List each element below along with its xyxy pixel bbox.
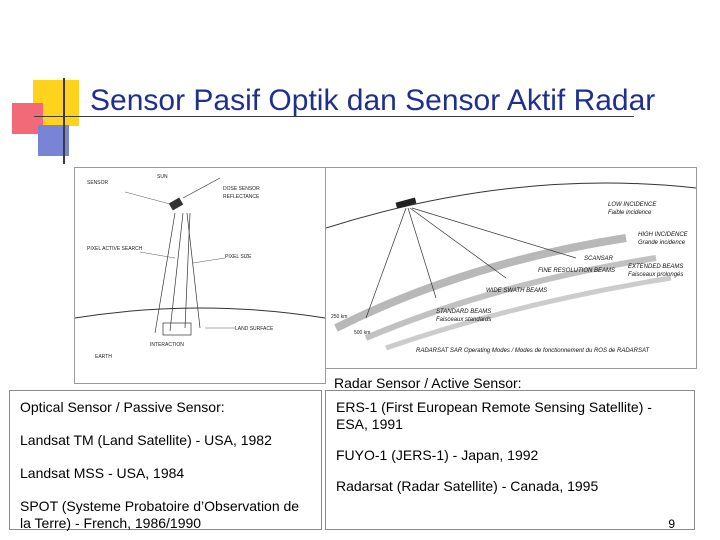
optical-item: Landsat TM (Land Satellite) - USA, 1982 bbox=[20, 432, 311, 449]
sun-ray bbox=[183, 178, 220, 198]
label-low-incidence: LOW INCIDENCE bbox=[608, 202, 657, 208]
label-scansar: SCANSAR bbox=[584, 256, 614, 262]
optical-sensor-box: Optical Sensor / Passive Sensor: Landsat… bbox=[9, 390, 322, 530]
label-fine-resolution: FINE RESOLUTION BEAMS bbox=[538, 268, 615, 274]
beam-line-4 bbox=[187, 213, 200, 328]
optical-diagram-svg: SENSOR SUN DOSE SENSOR REFLECTANCE PIXEL… bbox=[75, 168, 325, 383]
radar-item: ERS-1 (First European Remote Sensing Sat… bbox=[336, 399, 684, 433]
label-earth: EARTH bbox=[95, 354, 112, 360]
label-interaction: INTERACTION bbox=[150, 342, 184, 348]
label-500km: 500 km bbox=[354, 330, 370, 336]
label-faisceaux-standards: Faisceaux standards bbox=[436, 317, 491, 323]
label-standard-beams: STANDARD BEAMS bbox=[436, 309, 491, 315]
decor-vertical-line bbox=[63, 78, 65, 164]
label-dose-sensor: DOSE SENSOR bbox=[223, 186, 260, 192]
radar-sensor-diagram: LOW INCIDENCE Faible incidence HIGH INCI… bbox=[325, 167, 697, 369]
satellite-icon bbox=[169, 198, 183, 211]
radar-sensor-box: ERS-1 (First European Remote Sensing Sat… bbox=[325, 390, 695, 530]
label-faible: Faible incidence bbox=[608, 210, 652, 216]
optical-sensor-diagram: SENSOR SUN DOSE SENSOR REFLECTANCE PIXEL… bbox=[74, 167, 326, 384]
optical-item: Optical Sensor / Passive Sensor: bbox=[20, 399, 311, 416]
label-high-incidence: HIGH INCIDENCE bbox=[638, 232, 689, 238]
radar-item: FUYO-1 (JERS-1) - Japan, 1992 bbox=[336, 447, 684, 464]
radar-item: Radarsat (Radar Satellite) - Canada, 199… bbox=[336, 478, 684, 495]
radarsat-icon bbox=[396, 198, 417, 209]
radar-heading: Radar Sensor / Active Sensor: bbox=[334, 375, 522, 391]
label-faisceaux-prolonges: Faisceaux prolongés bbox=[628, 272, 683, 278]
label-land-surface: LAND SURFACE bbox=[235, 326, 274, 332]
label-sun: SUN bbox=[157, 174, 168, 180]
label-reflectance: REFLECTANCE bbox=[223, 194, 260, 200]
label-pixel-size: PIXEL SIZE bbox=[225, 254, 252, 260]
slide-title: Sensor Pasif Optik dan Sensor Aktif Rada… bbox=[90, 84, 655, 118]
earth-surface-curve bbox=[75, 308, 325, 318]
optical-item: SPOT (Systeme Probatoire d’Observation d… bbox=[20, 498, 311, 532]
label-wide-swath: WIDE SWATH BEAMS bbox=[486, 288, 547, 294]
label-grande: Grande incidence bbox=[638, 240, 686, 246]
label-sensor: SENSOR bbox=[87, 180, 109, 186]
optical-item: Landsat MSS - USA, 1984 bbox=[20, 465, 311, 482]
label-extended-beams: EXTENDED BEAMS bbox=[628, 264, 683, 270]
radar-diagram-svg: LOW INCIDENCE Faible incidence HIGH INCI… bbox=[326, 168, 696, 368]
label-pixel-active: PIXEL ACTIVE SEARCH bbox=[87, 246, 143, 252]
label-250km: 250 km bbox=[331, 314, 347, 320]
page-number: 9 bbox=[668, 517, 675, 531]
ground-pixel bbox=[163, 323, 191, 335]
figure-caption: RADARSAT SAR Operating Modes / Modes de … bbox=[416, 348, 651, 354]
